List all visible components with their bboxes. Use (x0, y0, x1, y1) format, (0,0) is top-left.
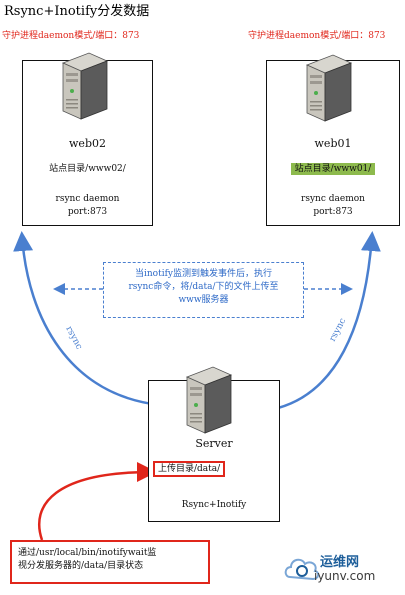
inotify-monitor-note: 通过/usr/local/bin/inotifywait监 视分发服务器的/da… (10, 540, 210, 584)
server-tower-icon (185, 366, 233, 434)
server-node: Server 上传目录/data/ Rsync+Inotify (148, 366, 280, 522)
rsync-trigger-note-line2: rsync命令，将/data/下的文件上传至 (128, 282, 279, 292)
web01-node: web01 站点目录/www01/ rsync daemon port:873 (266, 54, 400, 226)
server-tool-label: Rsync+Inotify (181, 500, 247, 510)
rsync-arrow-left (13, 231, 161, 407)
web01-hostname: web01 (314, 137, 352, 150)
watermark: 运维网 iyunv.com (282, 549, 402, 593)
watermark-cn: 运维网 (320, 555, 360, 570)
rsync-label-left: rsync (63, 325, 83, 352)
web01-port-label: port:873 (313, 207, 353, 217)
web01-mode-note: 守护进程daemon模式/端口：873 (248, 31, 386, 41)
server-upload-dir: 上传目录/data/ (153, 461, 226, 477)
rsync-trigger-note-line1: 当inotify监测到触发事件后，执行 (134, 269, 272, 279)
server-tower-icon (61, 52, 109, 120)
rsync-trigger-note: 当inotify监测到触发事件后，执行 rsync命令，将/data/下的文件上… (103, 262, 304, 318)
monitor-arrow (37, 462, 157, 541)
web02-mode-note: 守护进程daemon模式/端口：873 (2, 31, 140, 41)
inotify-monitor-note-line2: 视分发服务器的/data/目录状态 (18, 561, 144, 571)
web01-site-dir: 站点目录/www01/ (290, 163, 376, 175)
web01-daemon-label: rsync daemon (301, 194, 365, 204)
rsync-trigger-note-line3: www服务器 (178, 295, 229, 305)
web02-daemon-label: rsync daemon (55, 194, 120, 204)
web02-node: web02 站点目录/www02/ rsync daemon port:873 (22, 52, 153, 226)
inotify-monitor-note-line1: 通过/usr/local/bin/inotifywait监 (18, 548, 157, 558)
web02-hostname: web02 (69, 137, 106, 150)
web02-port-label: port:873 (67, 207, 108, 217)
web02-site-dir: 站点目录/www02/ (49, 164, 126, 174)
rsync-arrow-right (277, 231, 381, 410)
cloud-logo-icon (284, 558, 320, 581)
watermark-en: iyunv.com (314, 569, 376, 583)
server-hostname: Server (195, 437, 233, 450)
rsync-label-right: rsync (328, 317, 348, 344)
diagram-title: Rsync+Inotify分发数据 (4, 4, 150, 19)
server-tower-icon (305, 54, 353, 122)
